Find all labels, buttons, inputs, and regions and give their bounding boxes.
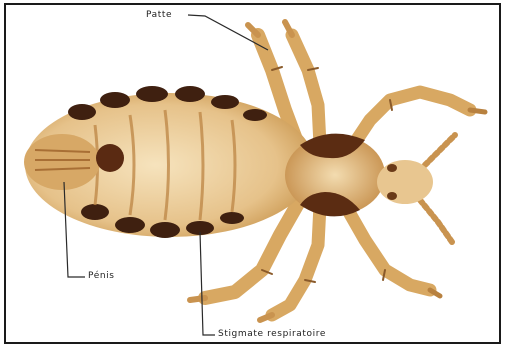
- head: [377, 160, 433, 204]
- label-stigmate: Stigmate respiratoire: [218, 329, 326, 339]
- antenna-lower: [420, 200, 452, 242]
- antenna-upper: [420, 135, 455, 170]
- leg-lower-3: [345, 205, 430, 290]
- label-penis: Pénis: [88, 271, 115, 281]
- leg-lower-2: [272, 205, 320, 315]
- abdomen: [24, 86, 315, 238]
- leader-stigmate: [200, 232, 215, 335]
- label-patte: Patte: [146, 10, 172, 20]
